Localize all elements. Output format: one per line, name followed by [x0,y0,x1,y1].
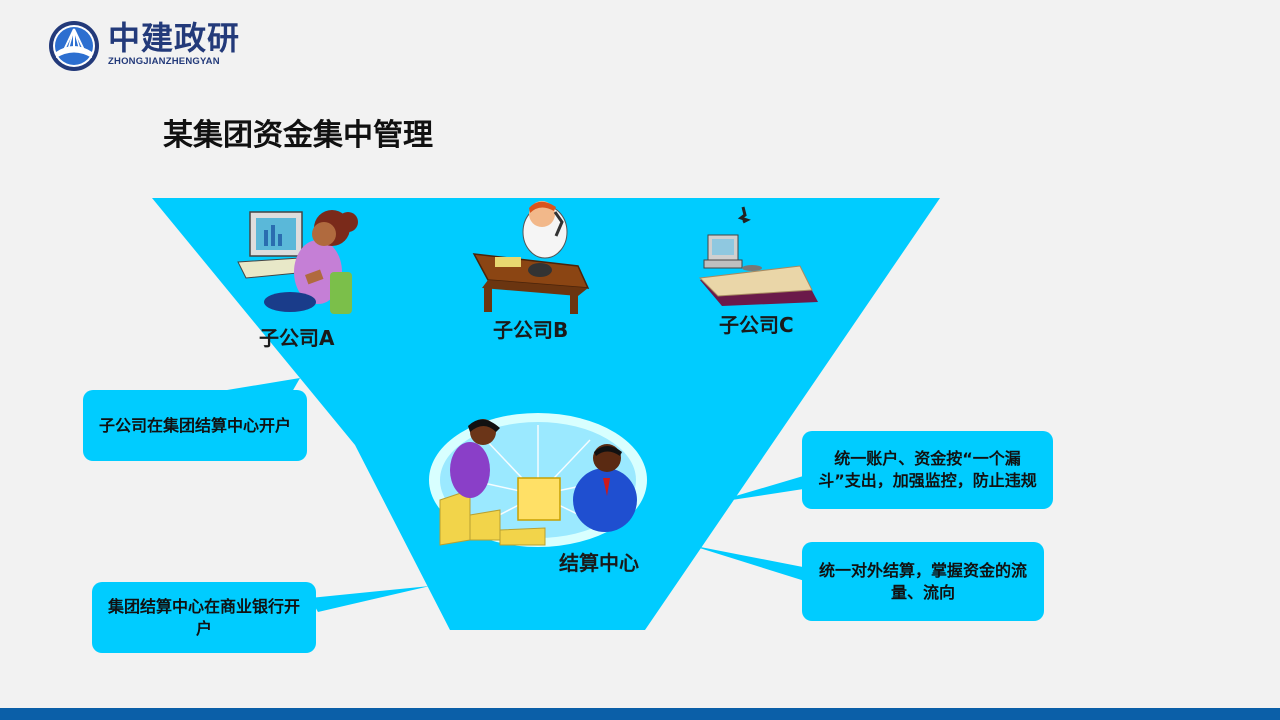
callout-unified-settlement: 统一对外结算，掌握资金的流量、流向 [802,542,1044,621]
logo-name: 中建政研 [108,19,241,57]
callout-unified-account: 统一账户、资金按“一个漏斗”支出，加强监控，防止违规 [802,431,1053,509]
subsidiary-b-label: 子公司B [493,318,569,342]
subsidiary-c-label: 子公司C [719,313,794,337]
pointer-unified-account [712,474,810,503]
logo-emblem-icon [49,21,99,71]
pointer-unified-settlement [690,545,808,582]
logo-subname: ZHONGJIANZHENGYAN [108,56,220,67]
settlement-center-label: 结算中心 [559,551,639,575]
page-title: 某集团资金集中管理 [163,118,433,153]
computer-worker-icon [237,210,358,314]
subsidiary-a-label: 子公司A [259,326,335,350]
company-logo: 中建政研 ZHONGJIANZHENGYAN [48,20,240,72]
pointer-bank-account [310,586,430,612]
empty-desk-icon [698,206,818,306]
footer-bar [0,708,1280,720]
phone-worker-icon [472,201,590,314]
pointer-open-account [215,378,300,392]
settlement-center-icon [429,413,647,547]
callout-bank-account: 集团结算中心在商业银行开户 [92,582,316,653]
callout-open-account: 子公司在集团结算中心开户 [83,390,307,461]
